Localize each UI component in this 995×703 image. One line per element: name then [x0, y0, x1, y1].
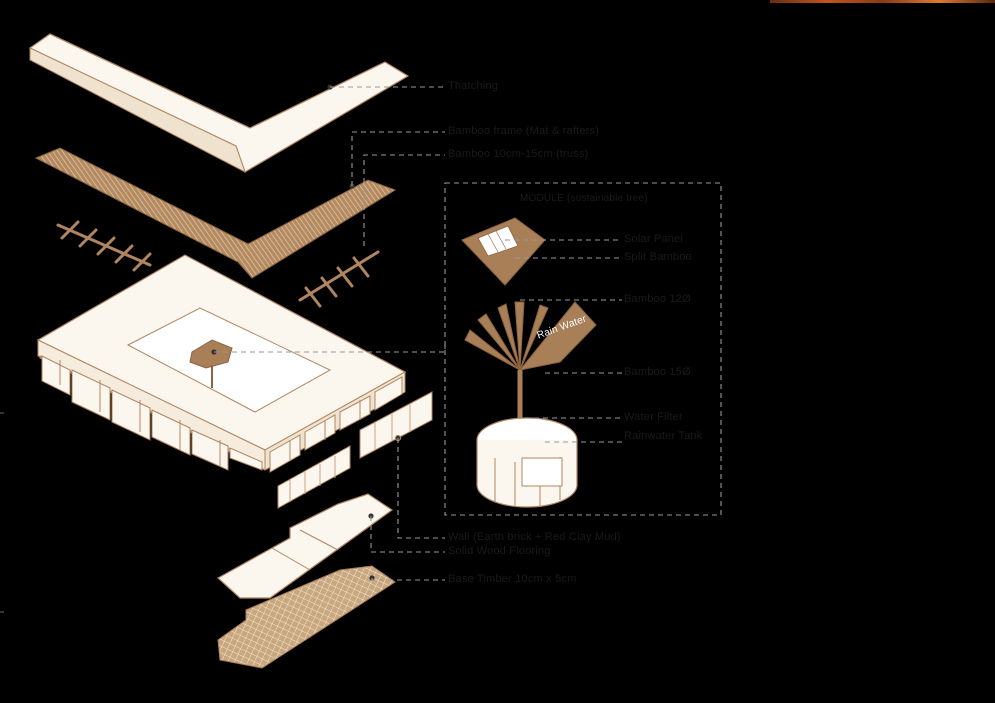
label-bamboo-frame: Bamboo frame (Mat & rafters)	[448, 125, 600, 137]
label-thatching: Thatching	[448, 80, 499, 92]
label-bamboo-truss: Bamboo 10cm-15cm (truss)	[448, 148, 589, 160]
label-tank: Rainwater Tank	[624, 430, 703, 442]
bamboo-truss-layer	[56, 220, 380, 308]
module-panel	[444, 182, 722, 516]
bamboo-frame-layer	[34, 147, 397, 279]
label-solar-panel: Solar Panel	[624, 233, 684, 245]
edge-ticks	[0, 412, 4, 613]
building-body	[36, 254, 407, 473]
label-wall: Wall (Earth brick + Red Clay Mud)	[448, 531, 621, 543]
flooring-layer	[216, 493, 394, 599]
top-color-strip	[770, 0, 995, 3]
thatching-layer	[28, 33, 410, 174]
label-split-bamboo: Split Bamboo	[624, 251, 692, 263]
label-water-filter: Water Filter	[624, 411, 683, 423]
label-bamboo-top: Bamboo 12Ø	[624, 293, 691, 305]
wall-panels	[277, 391, 433, 509]
label-base: Base Timber 10cm x 5cm	[448, 573, 577, 585]
label-module-title: MODULE (sustainable tree)	[520, 193, 648, 204]
label-floor: Solid Wood Flooring	[448, 545, 551, 557]
label-bamboo-mid: Bamboo 15Ø	[624, 366, 691, 378]
